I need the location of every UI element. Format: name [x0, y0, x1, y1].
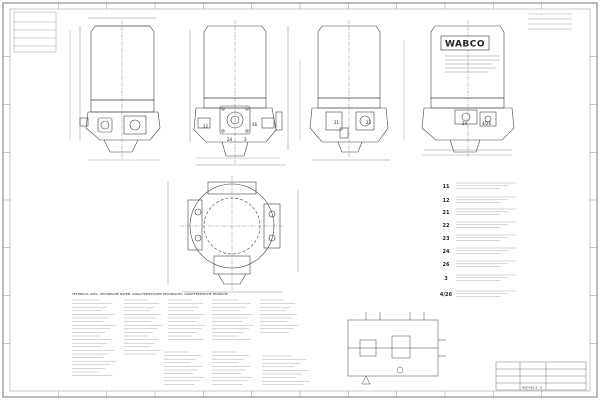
port-code-26: 26 — [443, 262, 450, 268]
view-labelled — [421, 20, 515, 158]
port-code-12: 12 — [443, 198, 450, 204]
frame-zone-ticks — [3, 3, 597, 397]
port-code-11: 11 — [443, 184, 450, 190]
view-bottom-plan — [167, 176, 299, 293]
port-label-22: 22 — [203, 124, 209, 129]
technical-data-header: TECHNICAL DATA, TECHNISCHE DATEN, CARACT… — [71, 292, 228, 296]
port-code-3: 3 — [444, 276, 448, 282]
port-code-legend: 11 12 21 22 23 24 26 3 4/26 — [440, 182, 516, 298]
brand-logo-text: WABCO — [445, 40, 485, 50]
revision-notes-block — [13, 11, 57, 53]
port-label-4-26: 4/26 — [482, 121, 491, 126]
port-label-24: 24 — [227, 137, 233, 142]
title-block — [495, 361, 587, 391]
port-code-23: 23 — [443, 236, 450, 242]
port-label-24-right: 24 — [462, 121, 468, 126]
title-block-part-number: 432 410 2.. 0 — [522, 386, 542, 390]
port-code-22: 22 — [443, 223, 450, 229]
port-label-21: 21 — [334, 120, 340, 125]
drawing-note-block — [528, 13, 572, 30]
dimension-lines-top-row — [69, 30, 512, 161]
view-side-right — [309, 20, 390, 161]
technical-data-text — [72, 299, 310, 385]
port-code-24: 24 — [443, 249, 450, 255]
port-label-23: 23 — [366, 120, 372, 125]
port-code-21: 21 — [443, 210, 450, 216]
view-front — [189, 20, 289, 166]
pneumatic-schematic — [347, 312, 446, 385]
port-label-26: 26 — [252, 122, 258, 127]
port-code-4-26: 4/26 — [440, 292, 453, 298]
product-label-lines — [445, 55, 500, 73]
view-side-left — [79, 17, 161, 160]
brand-plate — [440, 35, 490, 51]
port-label-3: 3 — [244, 137, 247, 142]
